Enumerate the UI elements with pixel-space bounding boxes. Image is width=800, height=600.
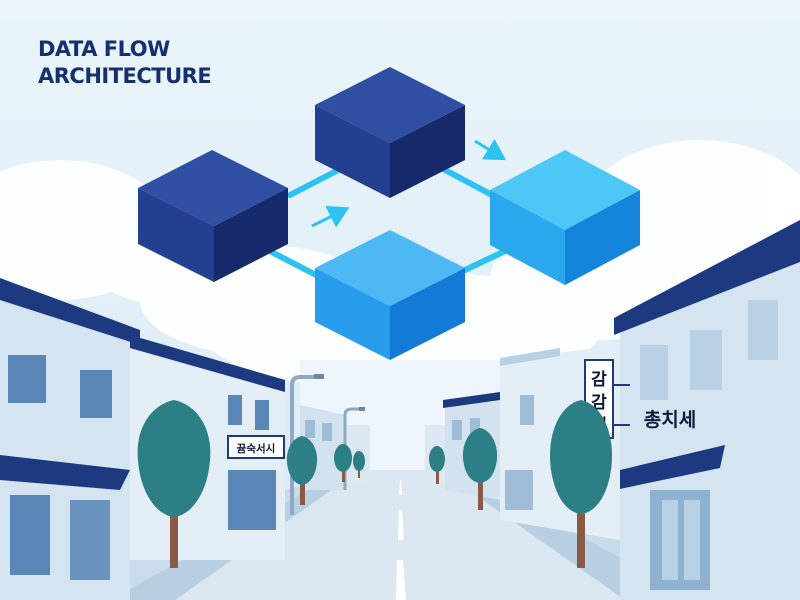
trees <box>137 400 612 568</box>
lamp-head-2 <box>359 407 365 411</box>
tree-left-small <box>334 444 365 482</box>
page-title: DATA FLOW ARCHITECTURE <box>38 36 212 90</box>
title-line-1: DATA FLOW <box>38 37 170 61</box>
tree-left-large <box>137 400 211 568</box>
title-line-2: ARCHITECTURE <box>38 64 212 88</box>
street-lamps <box>290 375 362 515</box>
node-light-bottom <box>315 230 465 360</box>
node-dark-left <box>138 150 288 282</box>
flow-arrow-2 <box>474 138 507 161</box>
right-horizontal-sign: 총치세 <box>644 409 696 431</box>
left-shop-sign-text: 뀸숙서시 <box>237 442 276 455</box>
vertical-sign-char-1: 감 <box>591 370 607 390</box>
tree-left-mid <box>286 436 318 505</box>
tree-right-small <box>429 446 445 484</box>
node-light-right <box>490 150 640 285</box>
node-dark-top <box>315 67 465 198</box>
left-shop-sign: 뀸숙서시 <box>227 435 285 459</box>
road-center-line <box>396 480 406 600</box>
tree-right-large <box>550 400 612 568</box>
flow-arrows <box>311 138 507 228</box>
lamp-head-1 <box>314 374 324 379</box>
flow-arrow-1 <box>311 205 350 228</box>
tree-right-mid <box>462 428 498 510</box>
data-flow-diagram <box>138 67 640 360</box>
right-buildings <box>425 220 800 600</box>
